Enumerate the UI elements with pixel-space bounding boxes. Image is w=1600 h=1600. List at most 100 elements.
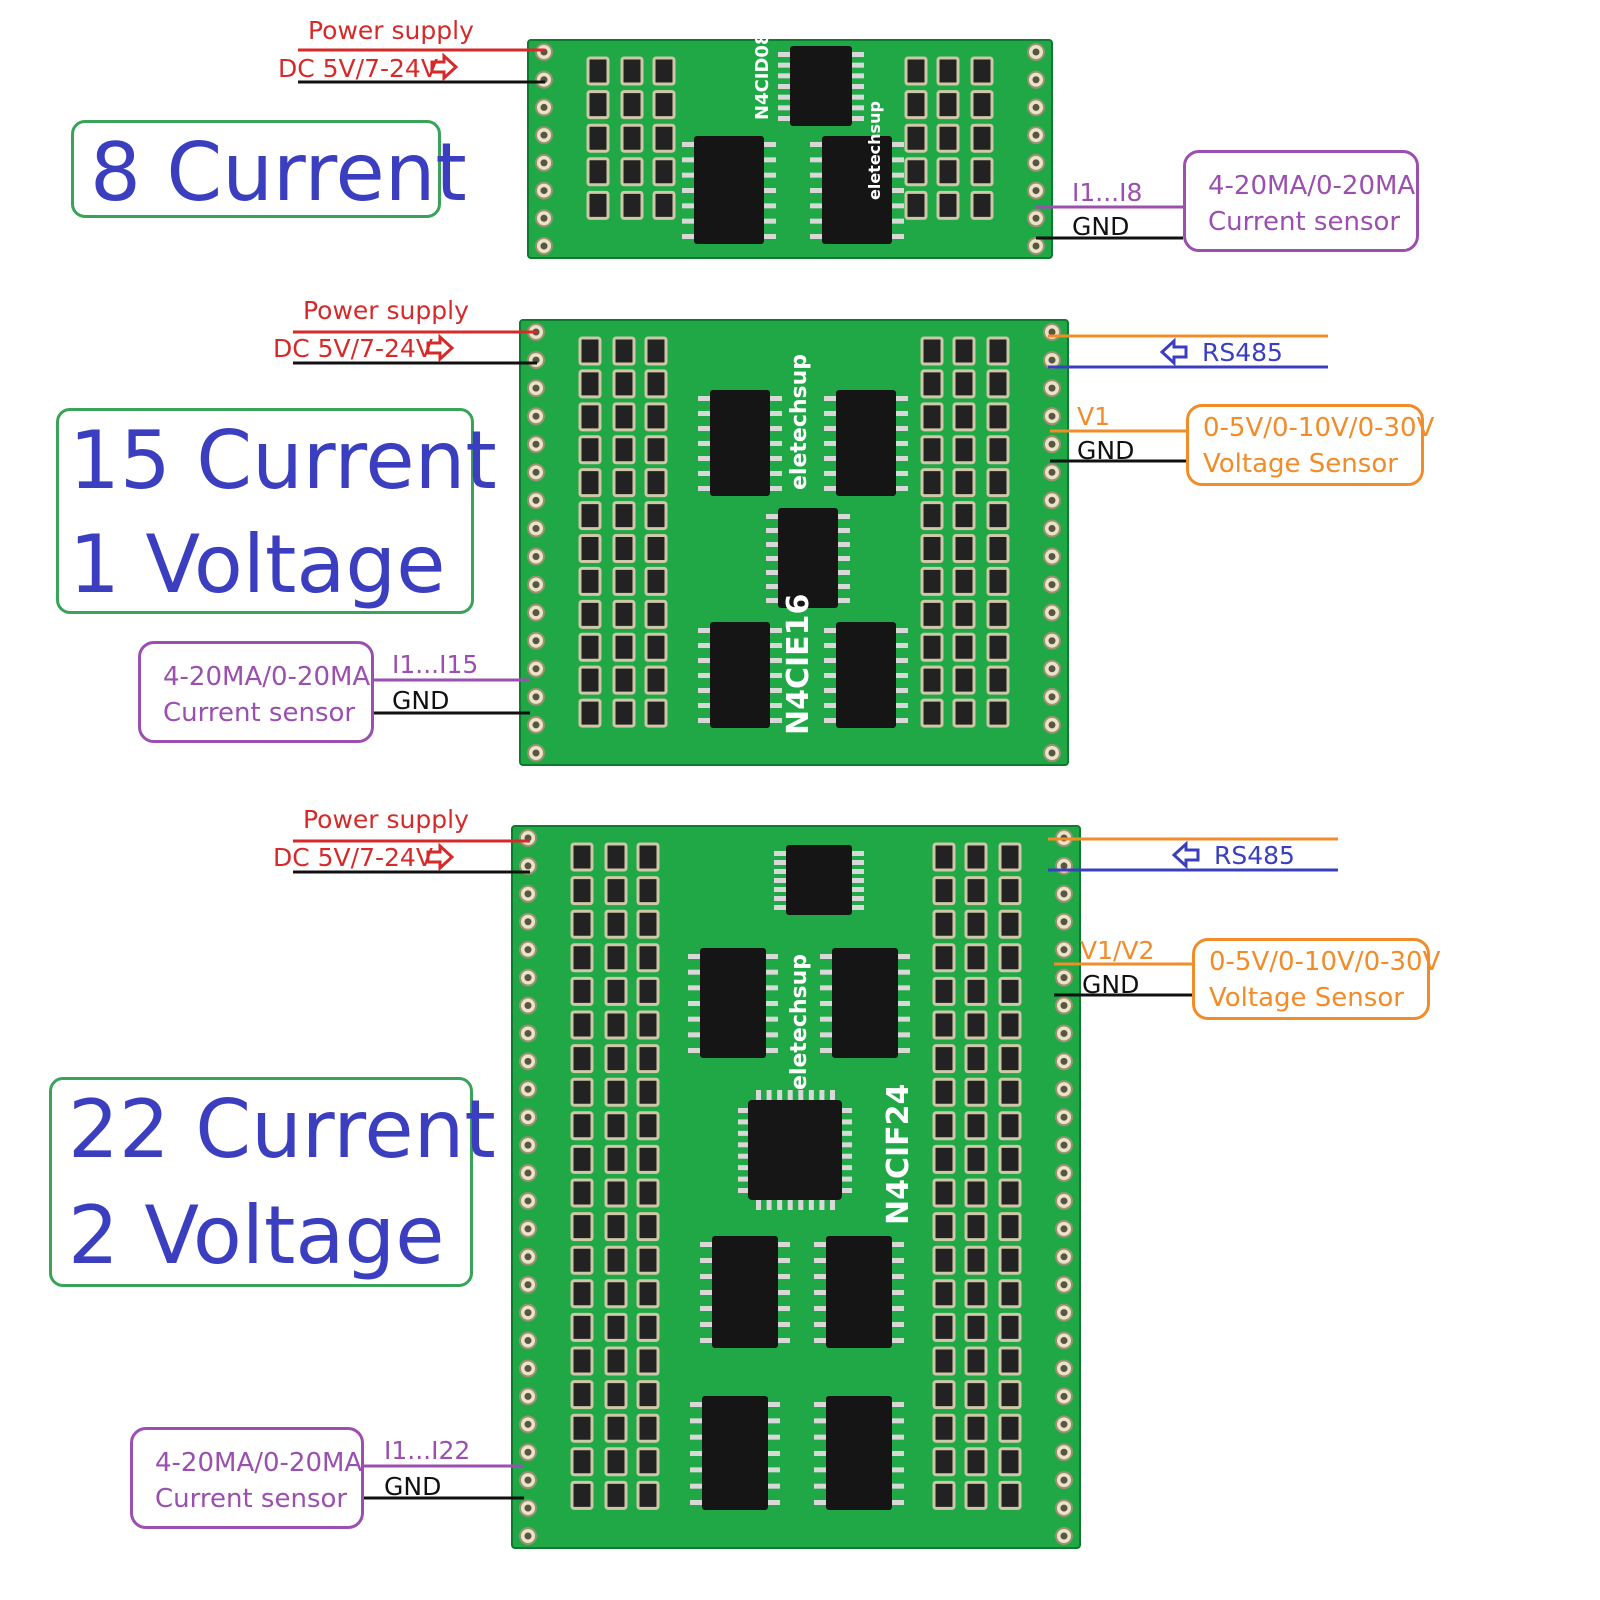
pin-hole — [540, 214, 548, 222]
smd-resistor — [636, 1178, 660, 1208]
smd-resistor — [612, 402, 636, 432]
smd-resistor — [570, 1312, 594, 1342]
ic-pin — [838, 528, 850, 533]
pin-hole — [1032, 242, 1040, 250]
smd-resistor — [636, 1144, 660, 1174]
smd-resistor — [636, 1279, 660, 1309]
smd-resistor — [612, 534, 636, 563]
smd-resistor — [904, 123, 928, 153]
pin-hole — [524, 1141, 532, 1149]
pin-hole — [1060, 890, 1068, 898]
pin-hole — [532, 412, 540, 420]
mcu-pin — [756, 1200, 761, 1210]
smd-resistor — [964, 1245, 988, 1275]
smd-resistor — [636, 1346, 660, 1376]
ic-pin — [824, 628, 836, 633]
module-3-current-sensor-line-2: Current sensor — [155, 1484, 348, 1514]
mcu-chip — [748, 1100, 842, 1200]
module-2-current-sensor-line-1: 4-20MA/0-20MA — [163, 662, 371, 692]
ic-pin — [814, 1500, 826, 1505]
ic-pin — [810, 142, 822, 147]
ic-pin — [770, 411, 782, 416]
smd-resistor — [986, 665, 1010, 695]
smd-resistor — [920, 632, 944, 662]
ic-pin — [690, 1500, 702, 1505]
mcu-pin — [830, 1090, 835, 1100]
ic-pin — [892, 1402, 904, 1407]
board-model-text: N4CIF24 — [881, 1084, 916, 1225]
mcu-pin — [766, 1200, 772, 1210]
mcu-pin — [798, 1200, 804, 1210]
ic-pin — [852, 869, 864, 874]
pin-hole — [524, 974, 532, 982]
pin-hole — [1060, 1532, 1068, 1540]
smd-resistor — [932, 1380, 956, 1410]
smd-resistor — [920, 336, 944, 366]
pin-hole — [532, 553, 540, 561]
ic-pin — [896, 688, 908, 693]
arrow-right-icon — [426, 333, 455, 363]
smd-resistor — [998, 1044, 1022, 1074]
smd-resistor — [932, 1144, 956, 1174]
ic-pin — [898, 1048, 910, 1053]
ic-chip — [822, 136, 892, 244]
pin-hole — [532, 581, 540, 589]
smd-resistor — [952, 665, 976, 695]
smd-resistor — [604, 1413, 628, 1443]
smd-resistor — [570, 1346, 594, 1376]
ic-pin — [770, 718, 782, 723]
arrow-right-icon — [430, 52, 459, 82]
smd-resistor — [964, 876, 988, 906]
smd-resistor — [644, 665, 668, 695]
ic-pin — [810, 157, 822, 163]
smd-resistor — [612, 566, 636, 596]
smd-resistor — [578, 698, 602, 728]
ic-pin — [852, 94, 864, 100]
ic-pin — [682, 203, 694, 209]
smd-resistor — [586, 90, 610, 120]
ic-pin — [690, 1402, 702, 1407]
ic-pin — [824, 396, 836, 401]
ic-pin — [810, 218, 822, 224]
smd-resistor — [644, 501, 668, 531]
ic-pin — [700, 1322, 712, 1327]
module-2-current-sensor-line-2: Current sensor — [163, 698, 356, 728]
pin-hole — [1060, 1476, 1068, 1484]
ic-pin — [820, 1048, 832, 1053]
ic-pin — [896, 471, 908, 476]
smd-resistor — [932, 976, 956, 1006]
smd-resistor — [570, 943, 594, 973]
smd-resistor — [936, 56, 960, 86]
smd-resistor — [932, 842, 956, 872]
smd-resistor — [636, 1413, 660, 1443]
ic-pin — [768, 1402, 780, 1407]
smd-resistor — [952, 336, 976, 366]
smd-resistor — [570, 909, 594, 939]
ic-pin — [852, 84, 864, 89]
smd-resistor — [636, 1044, 660, 1074]
ic-chip — [702, 1396, 768, 1510]
pin-hole — [1060, 918, 1068, 926]
smd-resistor — [986, 435, 1010, 465]
module-2-voltage-input-label: V1 — [1077, 402, 1111, 431]
module-1-title-line-1: 8 Current — [90, 126, 467, 219]
smd-resistor — [952, 599, 976, 629]
ic-pin — [892, 1434, 904, 1440]
ic-pin — [774, 905, 786, 910]
pin-hole — [1048, 749, 1056, 757]
ic-pin — [768, 1500, 780, 1505]
smd-resistor — [970, 90, 994, 120]
pin-hole — [540, 103, 548, 111]
pin-hole — [1060, 1281, 1068, 1289]
ic-pin — [698, 718, 710, 723]
module-3-power-label: Power supply — [303, 805, 469, 834]
ic-pin — [682, 218, 694, 224]
ic-pin — [838, 598, 850, 603]
ic-pin — [824, 658, 836, 663]
pin-hole — [524, 1337, 532, 1345]
ic-pin — [764, 203, 776, 209]
smd-resistor — [964, 842, 988, 872]
ic-pin — [892, 1418, 904, 1424]
smd-resistor — [920, 501, 944, 531]
ic-pin — [698, 426, 710, 431]
